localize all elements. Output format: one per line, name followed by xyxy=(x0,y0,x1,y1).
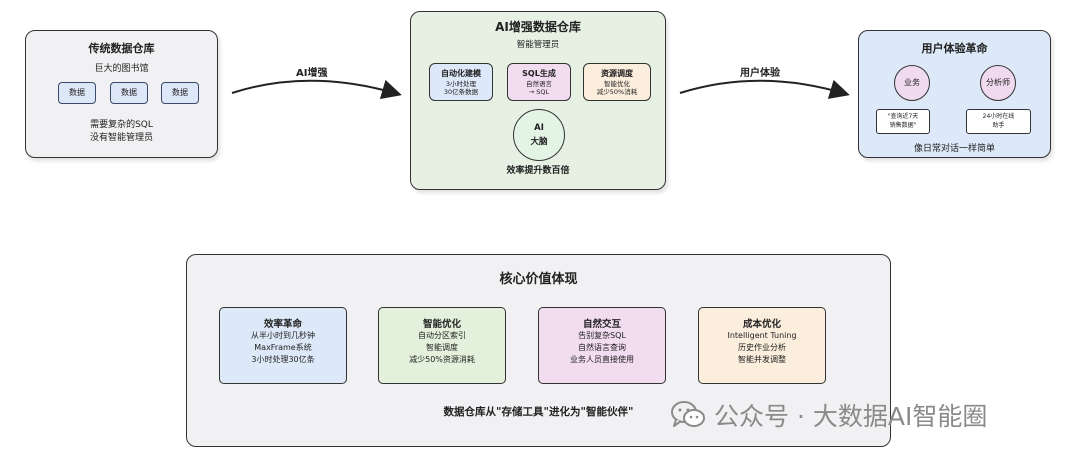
card-title: 效率革命 xyxy=(263,319,302,330)
ux-title: 用户体验革命 xyxy=(921,42,988,55)
role-business: 业务 xyxy=(894,65,930,101)
ai-subtitle: 智能管理员 xyxy=(516,40,560,50)
ai-warehouse-box: AI增强数据仓库 智能管理员 自动化建模 3小时处理 30亿条数据 SQL生成 … xyxy=(410,11,666,190)
quote-line: "查询近7天 xyxy=(887,113,919,120)
card-line: 智能并发调整 xyxy=(738,355,786,364)
card-line: 告别复杂SQL xyxy=(578,331,626,340)
card-line: 业务人员直接使用 xyxy=(570,355,634,364)
feature-title: 自动化建模 xyxy=(441,69,481,78)
feature-line: 30亿条数据 xyxy=(443,88,479,96)
card-title: 成本优化 xyxy=(742,319,781,330)
data-chip: 数据 xyxy=(161,82,199,104)
quote-line: 助手 xyxy=(992,122,1005,129)
ux-footer: 像日常对话一样简单 xyxy=(913,144,995,154)
traditional-title: 传统数据仓库 xyxy=(88,42,155,55)
arrow-right-label: 用户体验 xyxy=(740,68,780,79)
core-value-box: 核心价值体现 效率革命 从半小时到几秒钟 MaxFrame系统 3小时处理30亿… xyxy=(186,254,891,447)
feature-line: 3小时处理 xyxy=(445,80,477,88)
quote-bubble: 24小时在线 助手 xyxy=(966,109,1031,134)
arrow-user-experience xyxy=(679,79,850,99)
feature-line: 减少50%消耗 xyxy=(596,88,638,96)
feature-sql-generation: SQL生成 自然语言 → SQL xyxy=(507,63,571,101)
feature-line: → SQL xyxy=(528,88,550,96)
brain-label: AI xyxy=(534,123,544,133)
core-footer: 数据仓库从"存储工具"进化为"智能伙伴" xyxy=(443,406,634,418)
ai-title: AI增强数据仓库 xyxy=(495,20,581,34)
card-line: 自动分区索引 xyxy=(418,331,466,340)
card-line: 自然语言查询 xyxy=(578,343,626,352)
brain-label: 大脑 xyxy=(530,137,548,147)
feature-line: 智能优化 xyxy=(604,80,630,88)
arrow-left-label: AI增强 xyxy=(296,68,328,79)
feature-title: 资源调度 xyxy=(601,69,633,78)
quote-line: 24小时在线 xyxy=(982,113,1015,120)
feature-line: 自然语言 xyxy=(526,80,552,88)
value-card-optimization: 智能优化 自动分区索引 智能调度 减少50%资源消耗 xyxy=(378,307,506,384)
watermark-text: 公众号 · 大数据AI智能圈 xyxy=(714,402,988,431)
traditional-note: 没有智能管理员 xyxy=(89,133,153,143)
watermark: 公众号 · 大数据AI智能圈 xyxy=(670,393,987,437)
card-line: 减少50%资源消耗 xyxy=(409,355,475,364)
traditional-note: 需要复杂的SQL xyxy=(90,120,153,130)
feature-auto-modeling: 自动化建模 3小时处理 30亿条数据 xyxy=(429,63,493,101)
card-line: 3小时处理30亿条 xyxy=(251,355,315,364)
traditional-warehouse-box: 传统数据仓库 巨大的图书馆 数据 数据 数据 需要复杂的SQL 没有智能管理员 xyxy=(25,30,218,158)
card-title: 智能优化 xyxy=(422,319,461,330)
ai-footer: 效率提升数百倍 xyxy=(506,166,570,176)
feature-resource-scheduling: 资源调度 智能优化 减少50%消耗 xyxy=(583,63,651,101)
data-chip: 数据 xyxy=(58,82,96,104)
traditional-subtitle: 巨大的图书馆 xyxy=(94,64,149,74)
ai-brain: AI 大脑 xyxy=(513,109,565,161)
arrow-ai-enhance xyxy=(231,79,402,100)
wechat-icon xyxy=(671,401,705,427)
card-line: MaxFrame系统 xyxy=(254,343,312,352)
value-card-cost: 成本优化 Intelligent Tuning 历史作业分析 智能并发调整 xyxy=(698,307,826,384)
quote-line: 销售数据" xyxy=(889,122,917,129)
user-experience-box: 用户体验革命 业务 分析师 "查询近7天 销售数据" 24小时在线 助手 像日常… xyxy=(858,30,1051,158)
card-line: Intelligent Tuning xyxy=(727,331,797,340)
core-title: 核心价值体现 xyxy=(499,272,578,287)
card-line: 从半小时到几秒钟 xyxy=(251,331,315,340)
value-card-efficiency: 效率革命 从半小时到几秒钟 MaxFrame系统 3小时处理30亿条 xyxy=(219,307,347,384)
data-chip: 数据 xyxy=(110,82,148,104)
card-line: 智能调度 xyxy=(426,343,458,352)
role-analyst: 分析师 xyxy=(980,65,1016,101)
value-card-interaction: 自然交互 告别复杂SQL 自然语言查询 业务人员直接使用 xyxy=(538,307,666,384)
feature-title: SQL生成 xyxy=(522,69,556,78)
quote-bubble: "查询近7天 销售数据" xyxy=(876,109,930,134)
card-title: 自然交互 xyxy=(582,319,621,330)
card-line: 历史作业分析 xyxy=(738,343,786,352)
